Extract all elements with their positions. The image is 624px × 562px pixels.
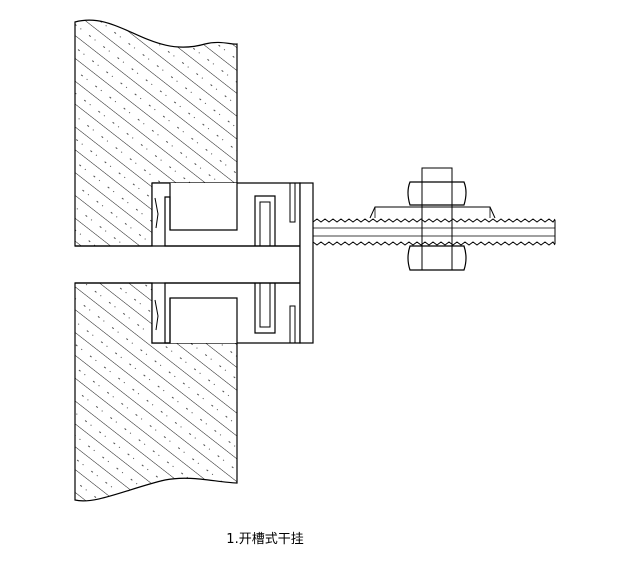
washer [369, 206, 496, 219]
diagram-caption: 1.开槽式干挂 [226, 532, 304, 547]
bolt-shank [421, 204, 453, 247]
threaded-bolt [312, 218, 556, 246]
upper-slot [151, 182, 237, 246]
upper-nut [407, 167, 467, 206]
lower-stone-panel [74, 282, 238, 502]
anchor-plate [299, 182, 314, 344]
upper-stone-panel [74, 19, 238, 247]
lower-slot [151, 283, 237, 344]
hanger-plate [75, 245, 301, 284]
lower-nut [407, 245, 467, 271]
